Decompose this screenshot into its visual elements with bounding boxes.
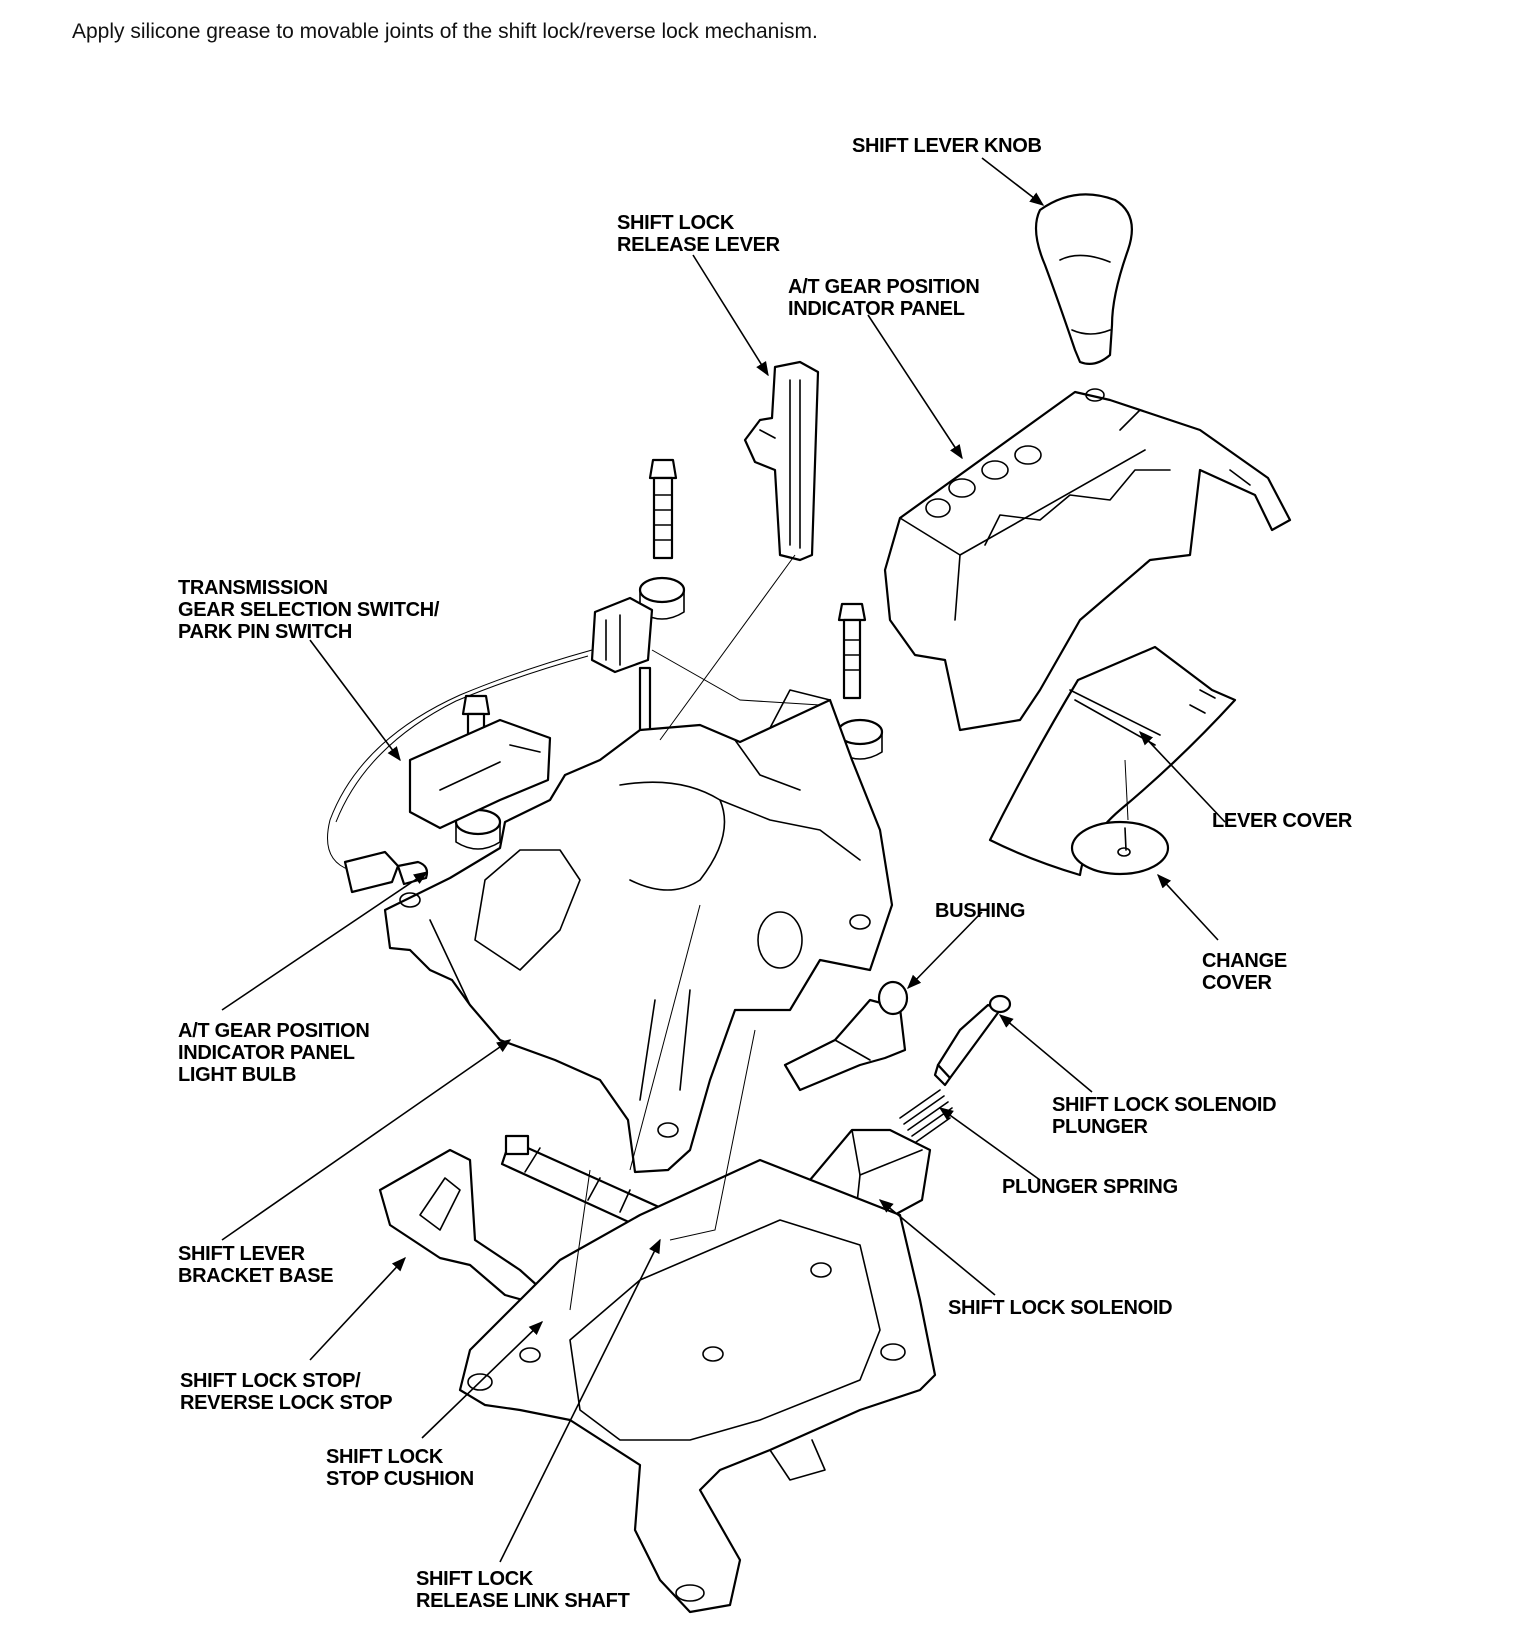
label-shift-lock-solenoid: SHIFT LOCK SOLENOID xyxy=(948,1297,1173,1319)
gear-selection-switch-part xyxy=(327,596,654,871)
label-gear-selection-switch: TRANSMISSION GEAR SELECTION SWITCH/ PARK… xyxy=(178,577,440,643)
label-indicator-panel: A/T GEAR POSITION INDICATOR PANEL xyxy=(788,276,980,320)
label-bracket-base: SHIFT LEVER BRACKET BASE xyxy=(178,1243,334,1287)
lever-cover-part xyxy=(988,645,1237,877)
shift-lever-knob-part xyxy=(1034,193,1133,365)
bolt-console-part xyxy=(837,602,867,700)
label-plunger-spring: PLUNGER SPRING xyxy=(1002,1176,1178,1198)
shift-lever-bracket-base-part xyxy=(383,689,894,1174)
base-frame-part xyxy=(458,1158,937,1614)
assembly-lines xyxy=(569,554,1129,1311)
label-shift-lock-release-lever: SHIFT LOCK RELEASE LEVER xyxy=(617,212,780,256)
change-cover-part xyxy=(1070,820,1170,876)
label-shift-lock-stop: SHIFT LOCK STOP/ REVERSE LOCK STOP xyxy=(180,1370,393,1414)
instruction-text: Apply silicone grease to movable joints … xyxy=(72,20,818,43)
label-bushing: BUSHING xyxy=(935,900,1026,922)
bolt-upper-part xyxy=(648,458,678,560)
label-solenoid-plunger: SHIFT LOCK SOLENOID PLUNGER xyxy=(1052,1094,1277,1138)
label-shift-lever-knob: SHIFT LEVER KNOB xyxy=(852,135,1042,157)
bushing-part xyxy=(783,980,909,1092)
release-link-shaft-part xyxy=(500,1134,682,1242)
plunger-spring-part xyxy=(899,1089,953,1143)
leader-lines xyxy=(221,157,1226,1563)
label-change-cover: CHANGE COVER xyxy=(1202,950,1287,994)
label-release-link-shaft: SHIFT LOCK RELEASE LINK SHAFT xyxy=(416,1568,630,1612)
solenoid-plunger-part xyxy=(933,994,1012,1087)
shift-lock-release-lever-part xyxy=(743,360,820,562)
label-light-bulb: A/T GEAR POSITION INDICATOR PANEL LIGHT … xyxy=(178,1020,370,1086)
shift-lock-stop-part xyxy=(378,1148,542,1304)
indicator-panel-part xyxy=(883,388,1292,732)
light-bulb-part xyxy=(343,850,429,894)
label-lever-cover: LEVER COVER xyxy=(1212,810,1353,832)
label-stop-cushion: SHIFT LOCK STOP CUSHION xyxy=(326,1446,474,1490)
